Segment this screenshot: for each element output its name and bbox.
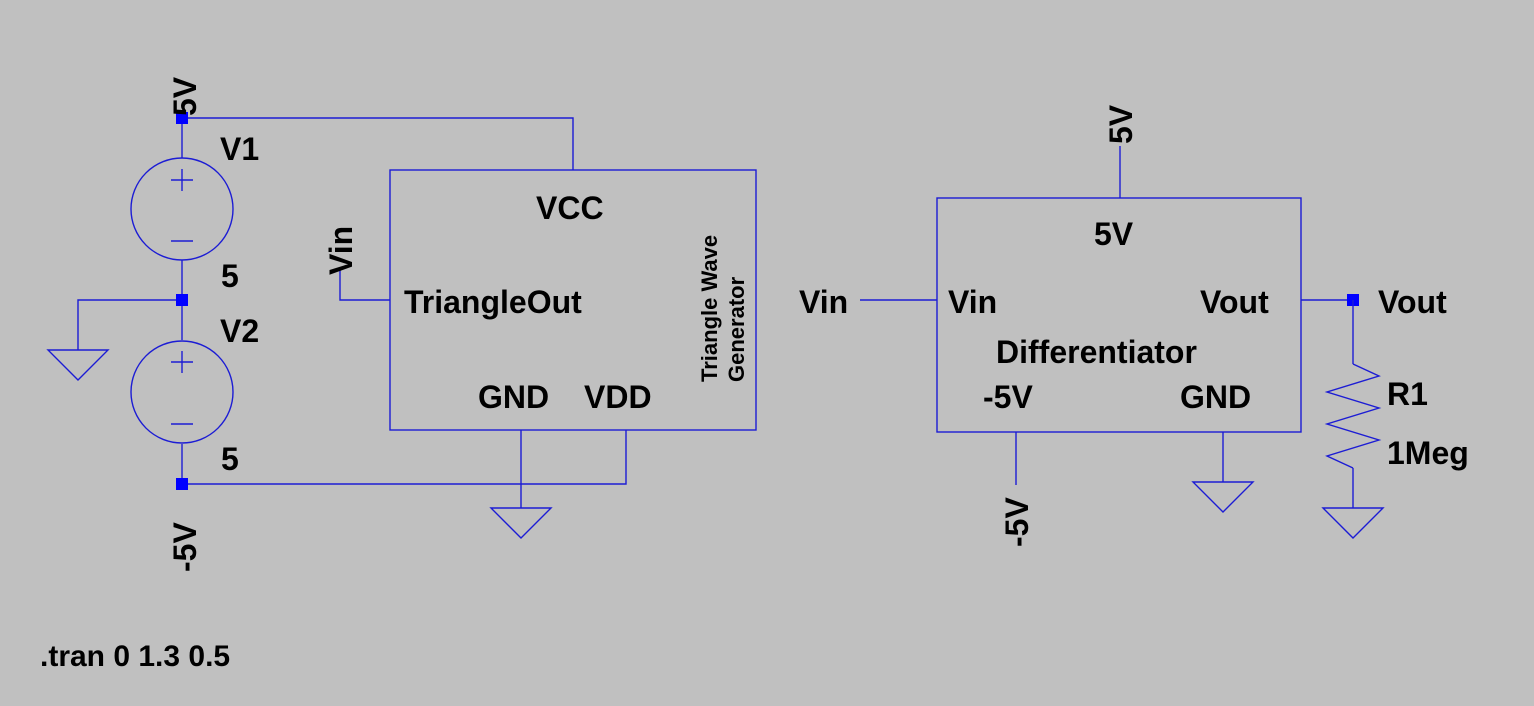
pin-label-neg5v: -5V [983, 379, 1033, 415]
r1-value-label[interactable]: 1Meg [1387, 435, 1469, 471]
block-title-line1: Triangle Wave [697, 235, 722, 382]
net-label-vout[interactable]: Vout [1378, 284, 1447, 320]
pin-label-vin: Vin [948, 284, 997, 320]
junction-node-bottom [176, 478, 188, 490]
block-title-differentiator: Differentiator [996, 334, 1197, 370]
net-label-vin-diff[interactable]: Vin [799, 284, 848, 320]
rail-label-5v[interactable]: 5V [167, 76, 203, 116]
v1-value-label[interactable]: 5 [221, 258, 239, 294]
ground-icon [46, 349, 110, 381]
v2-value-label[interactable]: 5 [221, 441, 239, 477]
ground-symbol-supply [46, 349, 110, 381]
ground-icon [489, 507, 553, 539]
r1-name-label[interactable]: R1 [1387, 376, 1428, 412]
net-label-neg5v-diff[interactable]: -5V [999, 497, 1035, 547]
supply-wiring [77, 117, 627, 485]
resistor-r1[interactable] [1324, 300, 1382, 508]
pin-label-triangleout: TriangleOut [404, 284, 582, 320]
net-label-5v-diff[interactable]: 5V [1103, 104, 1139, 144]
voltage-source-v1[interactable] [130, 157, 234, 261]
pin-label-vcc: VCC [536, 190, 604, 226]
pin-label-gnd: GND [478, 379, 549, 415]
spice-directive-tran[interactable]: .tran 0 1.3 0.5 [40, 640, 230, 673]
ground-icon [1321, 507, 1385, 539]
rail-label-neg5v[interactable]: -5V [167, 522, 203, 572]
pin-label-vdd: VDD [584, 379, 652, 415]
v1-name-label[interactable]: V1 [220, 131, 259, 167]
junction-node-mid [176, 294, 188, 306]
pin-label-5v: 5V [1094, 216, 1134, 252]
pin-label-vout: Vout [1200, 284, 1269, 320]
ground-icon [1191, 481, 1255, 513]
differentiator-block[interactable] [936, 197, 1302, 433]
vin-net-wire [339, 270, 390, 301]
pin-label-gnd-diff: GND [1180, 379, 1251, 415]
resistor-icon [1324, 363, 1382, 469]
junction-node-top [176, 112, 188, 124]
block-title-line2: Generator [724, 276, 749, 382]
v2-name-label[interactable]: V2 [220, 313, 259, 349]
net-label-vin-left[interactable]: Vin [323, 226, 359, 275]
voltage-source-v2[interactable] [130, 340, 234, 444]
